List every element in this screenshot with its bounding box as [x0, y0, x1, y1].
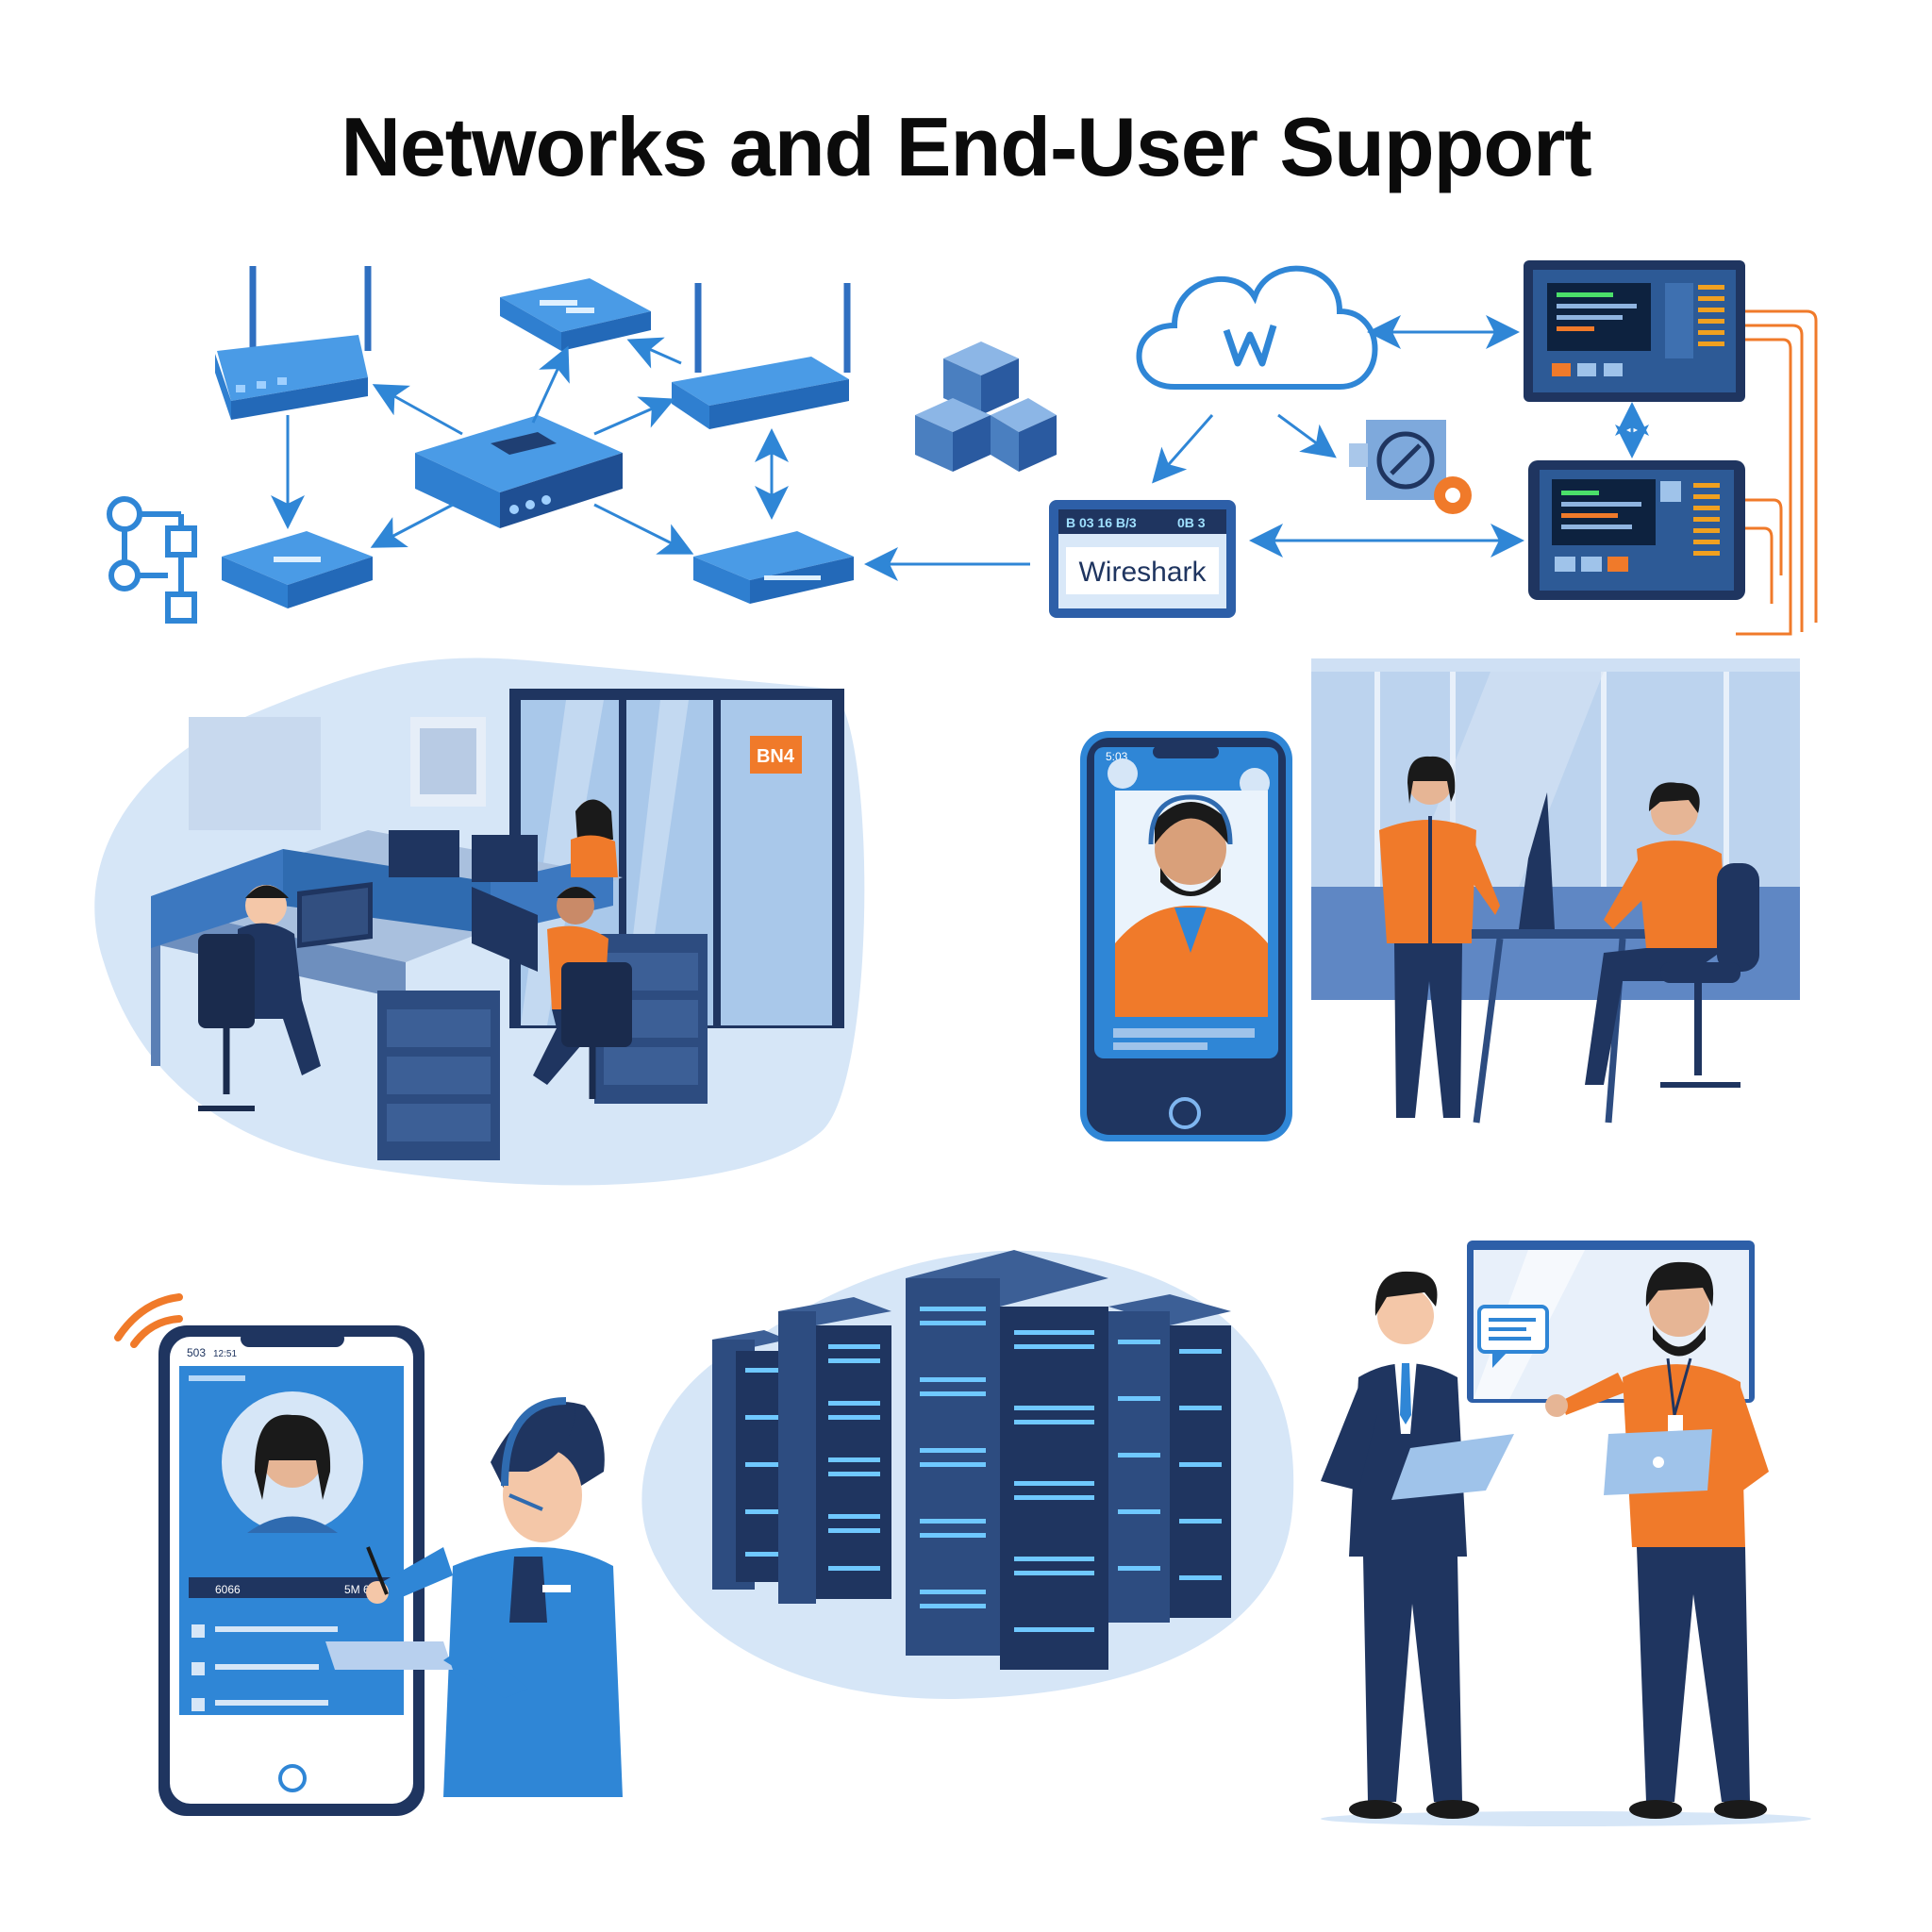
wifi-router-icon — [215, 266, 372, 420]
server-rack-icon — [778, 1297, 891, 1604]
monitor-icon — [1519, 792, 1555, 929]
gear-device-icon — [1349, 420, 1472, 514]
network-switch-icon — [415, 415, 623, 528]
network-diagram — [107, 266, 1057, 624]
chat-bubble-icon — [1477, 1305, 1549, 1368]
suited-man-figure — [1321, 1271, 1514, 1819]
cloud-monitoring-diagram: B 03 16 B/3 0B 3 Wireshark — [1049, 260, 1818, 636]
network-switch-icon — [500, 278, 651, 351]
wifi-signal-icon — [114, 1293, 183, 1348]
support-agent-figure — [325, 1397, 623, 1797]
profile-phone: 503 12:51 6066 5M 6:30 — [158, 1325, 425, 1816]
dashboard-monitor — [1524, 260, 1745, 402]
office-scene: BN4 — [94, 658, 865, 1186]
status-left: 503 — [187, 1346, 206, 1359]
home-button[interactable] — [278, 1764, 307, 1792]
flowchart-icon — [107, 496, 197, 624]
module-blocks-icon — [915, 341, 1057, 472]
wifi-router-icon — [672, 283, 851, 429]
worker-figure — [198, 885, 321, 1111]
server-racks-scene — [641, 1250, 1294, 1699]
network-switch-icon — [222, 531, 373, 608]
standing-woman-figure — [1379, 756, 1500, 1118]
cloud-icon — [1136, 265, 1378, 390]
video-call-scene: 5:03 — [1080, 658, 1800, 1141]
server-rack-icon — [1108, 1294, 1231, 1623]
seated-man-figure — [1472, 782, 1759, 1124]
orange-sweater-man-figure — [1545, 1261, 1769, 1819]
home-button[interactable] — [1169, 1097, 1201, 1129]
monitor-icon — [297, 882, 373, 948]
status-right: 12:51 — [213, 1349, 237, 1359]
worker-figure — [533, 887, 632, 1099]
headset-icon — [1148, 794, 1233, 845]
analyzer-header: B 03 16 B/3 — [1066, 515, 1137, 530]
headset-icon — [501, 1397, 567, 1487]
row-label-left: 6066 — [215, 1583, 241, 1596]
video-call-phone: 5:03 — [1080, 731, 1292, 1141]
analyzer-header-right: 0B 3 — [1177, 515, 1206, 530]
office-sign: BN4 — [757, 746, 795, 767]
server-rack-icon — [712, 1330, 788, 1590]
wireshark-analyzer: B 03 16 B/3 0B 3 Wireshark — [1049, 500, 1236, 618]
page-title: Networks and End-User Support — [341, 100, 1591, 193]
server-rack-icon — [906, 1250, 1108, 1670]
profile-phone-scene: 503 12:51 6066 5M 6:30 — [114, 1293, 623, 1816]
monitor-icon — [472, 887, 538, 972]
dashboard-monitor — [1528, 460, 1745, 600]
network-switch-icon — [693, 531, 854, 604]
monitor-icon — [389, 830, 538, 882]
wireshark-label: Wireshark — [1078, 557, 1207, 588]
worker-figure — [571, 799, 618, 877]
professionals-scene — [1321, 1241, 1811, 1826]
